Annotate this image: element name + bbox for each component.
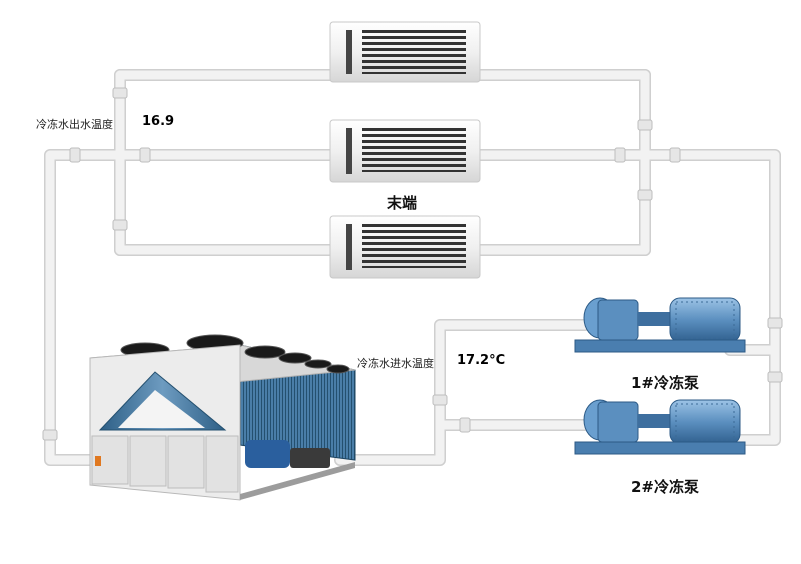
outlet-temp-value: 16.9 bbox=[142, 114, 175, 129]
pump-2 bbox=[574, 399, 746, 455]
terminal-unit-middle bbox=[329, 119, 481, 183]
terminal-label: 末端 bbox=[387, 194, 418, 212]
outlet-temp-label: 冷冻水出水温度 bbox=[36, 118, 113, 131]
terminal-unit-bottom bbox=[329, 215, 481, 279]
terminal-unit-top bbox=[329, 21, 481, 83]
chiller-unit bbox=[89, 334, 356, 501]
pipe-fittings bbox=[42, 87, 783, 441]
pump-2-label: 2#冷冻泵 bbox=[631, 478, 700, 496]
inlet-temp-value: 17.2°C bbox=[457, 353, 506, 368]
inlet-temp-label: 冷冻水进水温度 bbox=[357, 357, 434, 370]
pump-1 bbox=[574, 297, 746, 353]
pump-1-label: 1#冷冻泵 bbox=[631, 374, 700, 392]
